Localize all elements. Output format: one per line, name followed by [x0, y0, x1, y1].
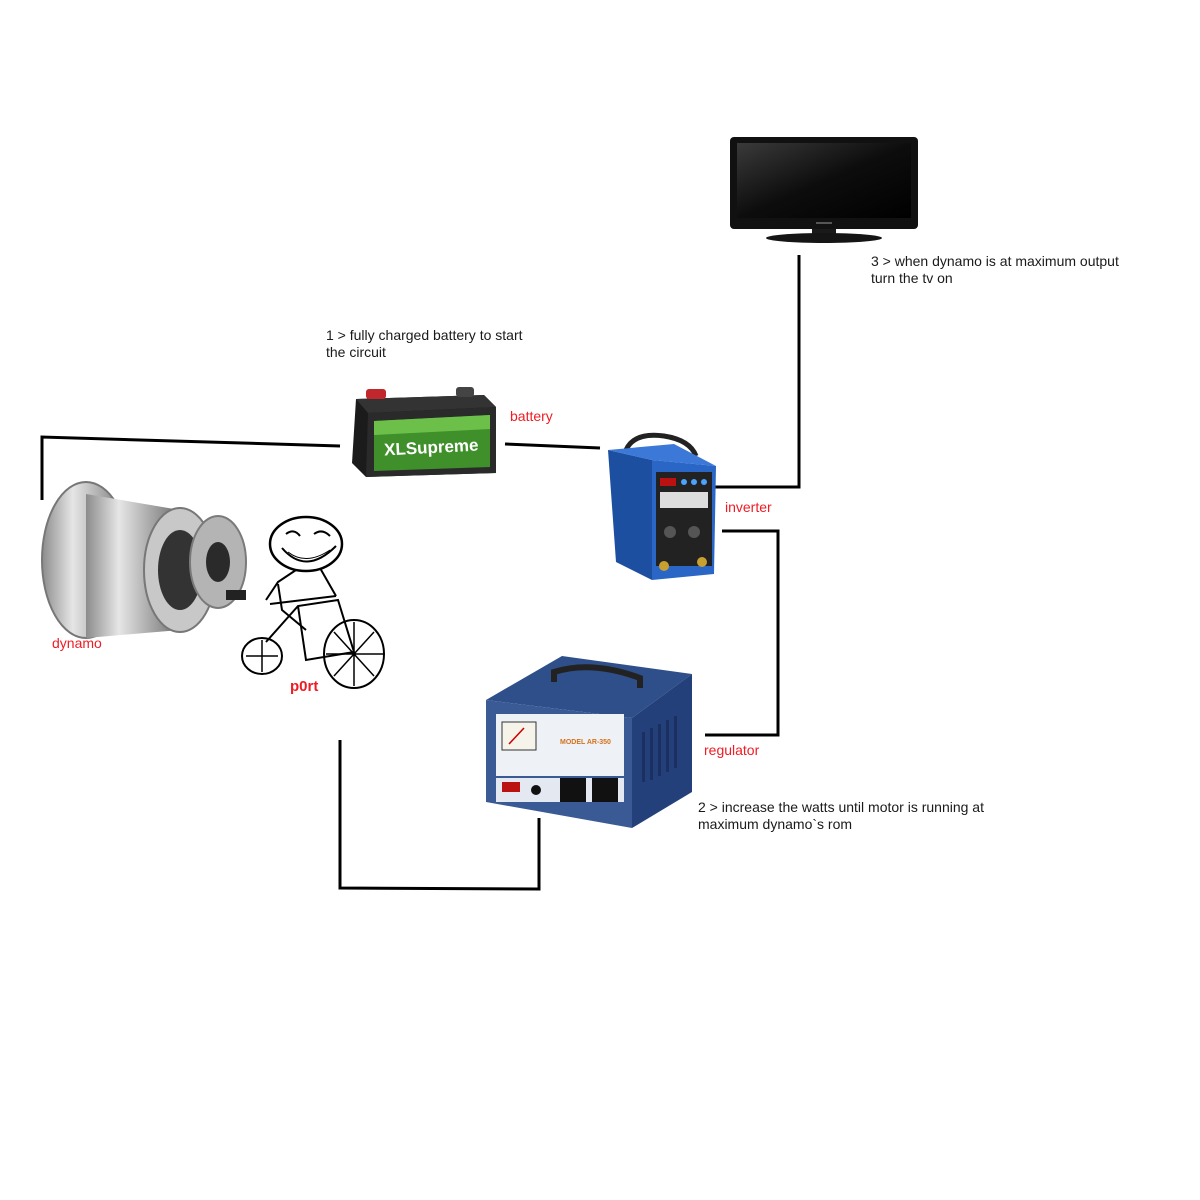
battery-icon: XLSupreme	[352, 387, 496, 477]
rider-label: p0rt	[290, 678, 319, 695]
step3-line1: 3 > when dynamo is at maximum output	[871, 253, 1119, 269]
step3-line2: turn the tv on	[871, 270, 953, 286]
step2-note: 2 > increase the watts until motor is ru…	[698, 799, 984, 833]
step1-line1: 1 > fully charged battery to start	[326, 327, 523, 343]
tv-icon	[730, 137, 918, 243]
step3-note: 3 > when dynamo is at maximum output tur…	[871, 253, 1119, 287]
wire-inverter-regulator	[705, 529, 780, 737]
wire-tv-inverter	[713, 255, 801, 489]
battery-brand: XLSupreme	[384, 436, 479, 460]
regulator-icon: MODEL AR-350	[486, 656, 692, 828]
regulator-model: MODEL AR-350	[560, 739, 611, 746]
wire-battery-dynamo	[40, 435, 341, 500]
wire-regulator-rider	[338, 740, 541, 891]
step1-note: 1 > fully charged battery to start the c…	[326, 327, 523, 361]
rider-icon	[241, 515, 385, 689]
step2-line1: 2 > increase the watts until motor is ru…	[698, 799, 984, 815]
step1-line2: the circuit	[326, 344, 386, 360]
regulator-label: regulator	[704, 742, 760, 758]
wire-battery-inverter	[504, 442, 601, 450]
inverter-label: inverter	[725, 499, 772, 515]
inverter-icon	[608, 432, 716, 580]
dynamo-label: dynamo	[52, 635, 102, 651]
dynamo-icon	[41, 481, 247, 639]
battery-label: battery	[510, 408, 553, 424]
step2-line2: maximum dynamo`s rom	[698, 816, 853, 832]
